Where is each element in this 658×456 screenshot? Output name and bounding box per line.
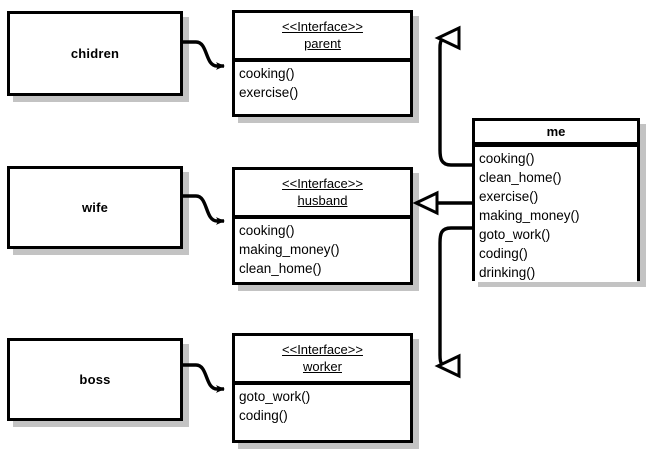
interface-stereotype-husband: <<Interface>> [282,176,363,191]
method-item: coding() [239,408,288,423]
interface-box-worker[interactable]: <<Interface>> worker goto_work() coding(… [232,333,413,443]
class-name-wife: wife [81,200,109,215]
interface-methods-parent: cooking() exercise() [235,62,410,114]
method-item: cooking() [239,223,295,238]
class-box-me[interactable]: me cooking() clean_home() exercise() mak… [472,118,640,282]
interface-box-husband[interactable]: <<Interface>> husband cooking() making_m… [232,167,413,285]
method-item: clean_home() [479,170,562,185]
interface-methods-worker: goto_work() coding() [235,385,410,440]
class-box-boss[interactable]: boss [7,338,183,421]
connector-me-husband [412,190,472,216]
interface-stereotype-parent: <<Interface>> [282,19,363,34]
class-name-boss: boss [79,372,111,387]
hollow-triangle-arrowhead-worker [434,353,461,379]
method-item: coding() [479,246,528,261]
interface-name-worker: worker [302,359,342,374]
connector-me-worker [434,226,472,379]
method-item: making_money() [479,208,580,223]
interface-header-husband: <<Interface>> husband [235,170,410,219]
class-separator-me [475,143,637,147]
interface-box-parent[interactable]: <<Interface>> parent cooking() exercise(… [232,10,413,117]
hollow-triangle-arrowhead-parent [434,25,461,51]
interface-header-parent: <<Interface>> parent [235,13,410,62]
interface-stereotype-worker: <<Interface>> [282,342,363,357]
method-item: exercise() [239,85,299,100]
class-box-chidren[interactable]: chidren [7,11,183,96]
connector-me-parent [434,25,472,167]
method-item: clean_home() [239,261,322,276]
interface-name-parent: parent [304,36,341,51]
method-item: making_money() [239,242,340,257]
interface-methods-husband: cooking() making_money() clean_home() [235,219,410,282]
method-item: goto_work() [479,227,551,242]
class-name-chidren: chidren [70,46,120,61]
class-methods-me: cooking() clean_home() exercise() making… [475,147,637,282]
connector-wife-husband [183,194,225,225]
class-box-wife[interactable]: wife [7,166,183,249]
connector-chidren-parent [183,40,225,70]
interface-name-husband: husband [297,193,348,208]
method-item: cooking() [239,66,295,81]
method-item: cooking() [479,151,535,166]
class-name-me: me [475,121,637,143]
method-item: drinking() [479,265,536,280]
interface-header-worker: <<Interface>> worker [235,336,410,385]
hollow-triangle-arrowhead-husband [412,190,439,216]
connector-boss-worker [183,363,225,393]
method-item: exercise() [479,189,539,204]
method-item: goto_work() [239,389,311,404]
